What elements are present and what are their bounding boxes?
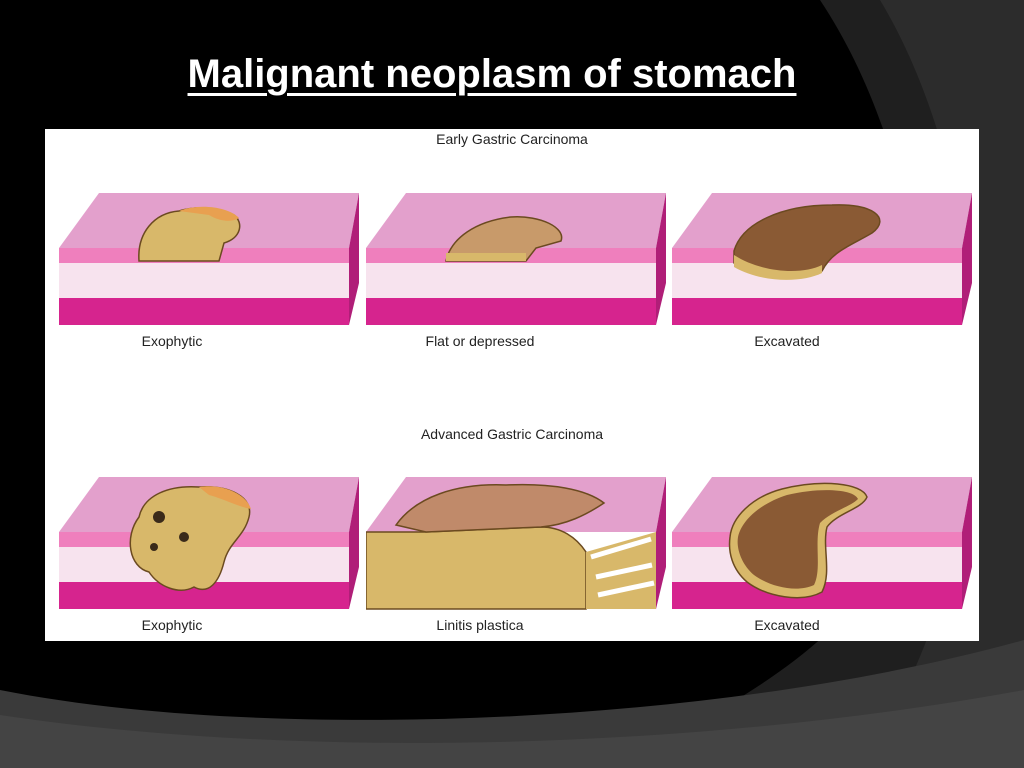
exophytic-early-label: Exophytic	[141, 333, 203, 349]
slide-title: Malignant neoplasm of stomach	[187, 52, 797, 96]
excavated-advanced-icon	[672, 477, 972, 609]
flat-depressed-icon	[366, 193, 666, 325]
excavated-early-icon	[672, 193, 972, 325]
early-section-title: Early Gastric Carcinoma	[436, 131, 588, 147]
advanced-section-title: Advanced Gastric Carcinoma	[420, 426, 604, 442]
linitis-plastica-label: Linitis plastica	[436, 617, 524, 633]
exophytic-early-icon	[59, 193, 359, 325]
excavated-early-label: Excavated	[754, 333, 820, 349]
exophytic-advanced-label: Exophytic	[141, 617, 203, 633]
flat-depressed-label: Flat or depressed	[425, 333, 535, 349]
linitis-plastica-icon	[366, 477, 666, 610]
excavated-advanced-label: Excavated	[754, 617, 820, 633]
gastric-carcinoma-figure: Early Gastric Carcinoma Exophytic Flat o…	[45, 129, 979, 641]
exophytic-advanced-icon	[59, 477, 359, 609]
